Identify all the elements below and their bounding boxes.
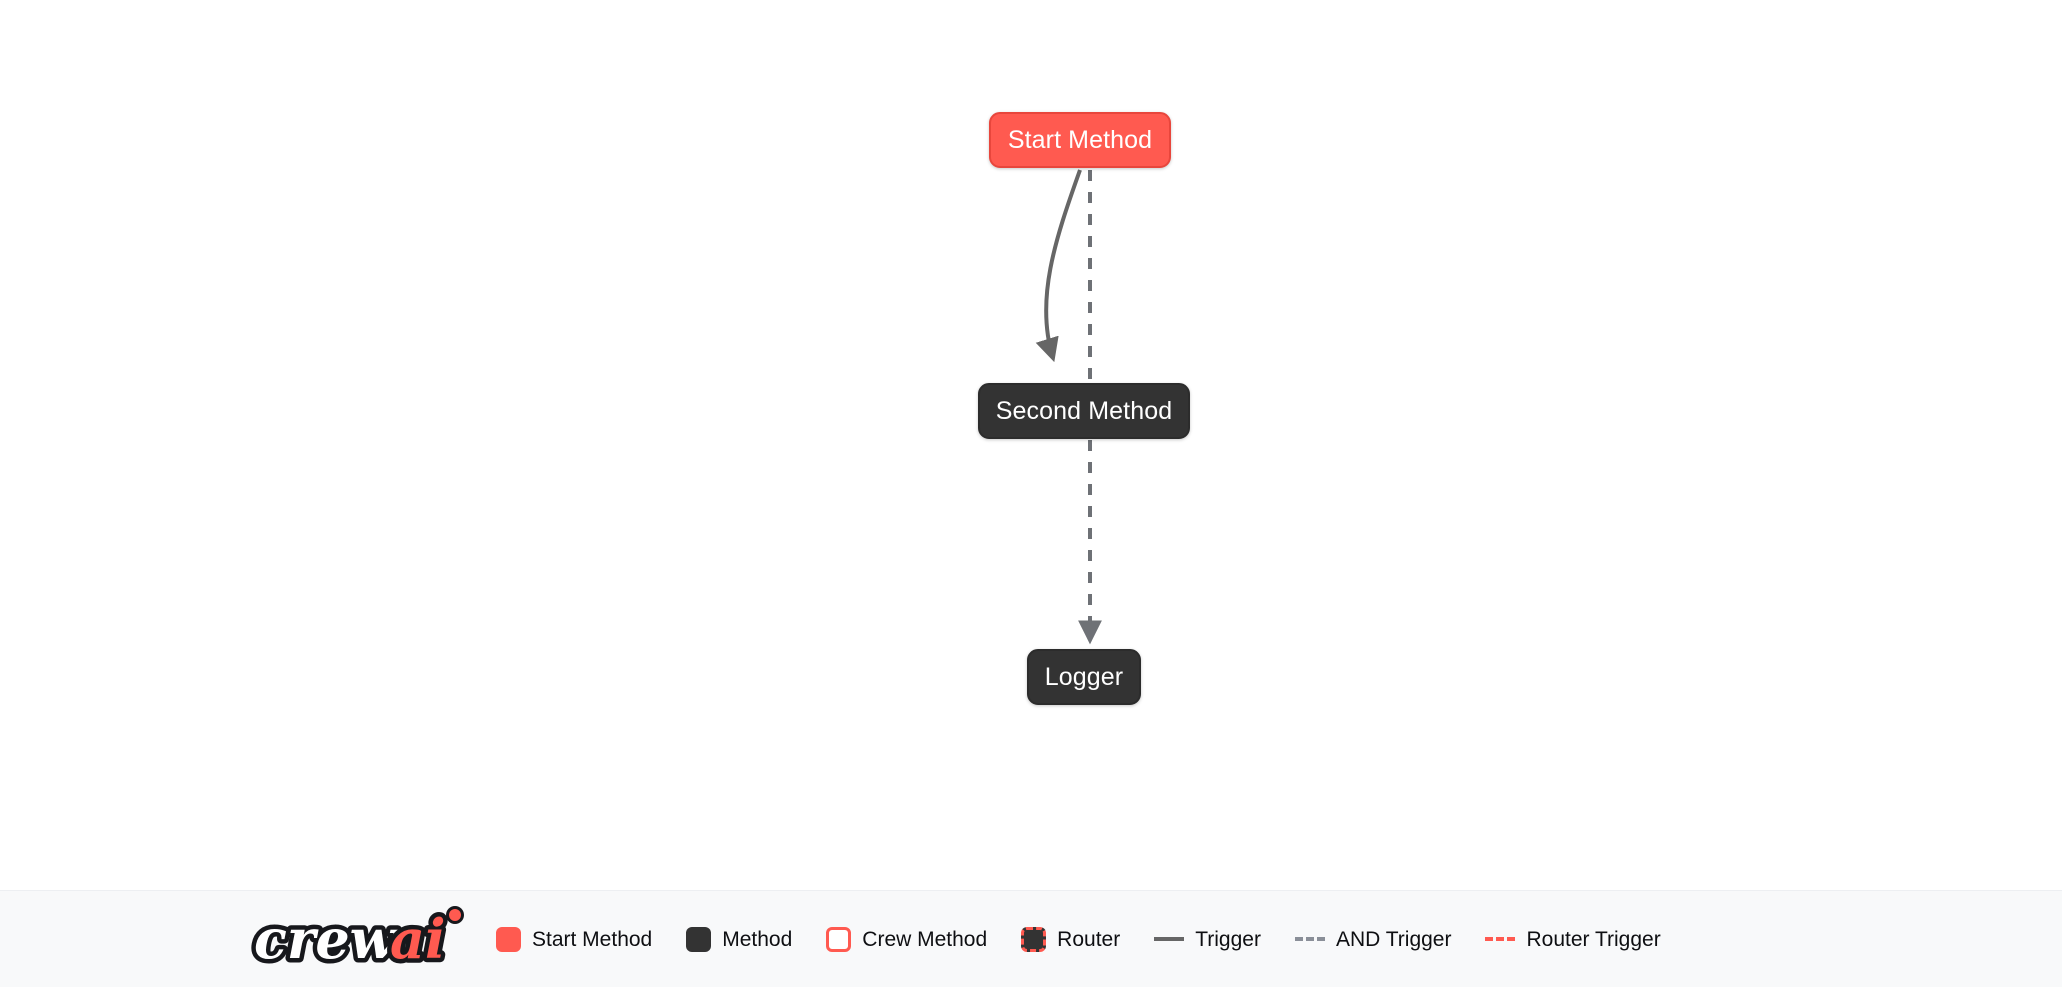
logo-crew-text: crew xyxy=(254,907,399,971)
flow-node-second-method[interactable]: Second Method xyxy=(978,383,1190,439)
flow-node-label: Second Method xyxy=(995,396,1173,425)
legend-item-and-trigger: AND Trigger xyxy=(1294,927,1452,951)
router-swatch xyxy=(1021,926,1047,952)
legend-item-label: Router xyxy=(1057,927,1121,951)
legend-item-method: Method xyxy=(686,926,793,952)
legend-items: Start Method Method Crew Method Router T… xyxy=(496,926,1661,952)
legend-item-router: Router xyxy=(1021,926,1121,952)
legend-item-start-method: Start Method xyxy=(496,926,653,952)
router-trigger-line-swatch xyxy=(1485,937,1516,941)
edge-trigger-start-to-second xyxy=(1035,169,1082,363)
logo-ai-text: ai xyxy=(390,907,446,971)
legend-item-label: Trigger xyxy=(1195,927,1261,951)
legend-bar: crew crew ai ai Start Method Method Crew… xyxy=(0,890,2062,987)
flow-node-logger[interactable]: Logger xyxy=(1027,649,1141,705)
logo-crew-outline: crew xyxy=(254,907,399,971)
legend-item-label: Crew Method xyxy=(862,927,988,951)
edge-layer xyxy=(1035,169,1102,645)
start-method-swatch xyxy=(496,926,521,952)
legend-item-crew-method: Crew Method xyxy=(826,926,988,952)
crewai-logo: crew crew ai ai xyxy=(250,903,464,976)
legend-item-label: Start Method xyxy=(532,927,653,951)
method-swatch xyxy=(686,926,712,952)
legend-item-trigger: Trigger xyxy=(1154,929,1261,950)
crew-method-swatch xyxy=(826,926,852,952)
legend-item-label: Router Trigger xyxy=(1526,927,1661,951)
trigger-line-swatch xyxy=(1154,937,1185,941)
and-trigger-line-swatch xyxy=(1294,937,1325,941)
legend-item-label: Method xyxy=(722,927,793,951)
flow-node-label: Start Method xyxy=(1007,125,1153,154)
logo-ai-outline: ai xyxy=(390,907,446,971)
legend-item-router-trigger: Router Trigger xyxy=(1485,927,1661,951)
flow-diagram-canvas[interactable]: Start Method Second Method Logger xyxy=(0,0,2062,890)
legend-item-label: AND Trigger xyxy=(1335,927,1452,951)
logo-dot xyxy=(449,909,461,921)
flow-node-start-method[interactable]: Start Method xyxy=(989,112,1171,168)
flow-node-label: Logger xyxy=(1044,662,1124,691)
